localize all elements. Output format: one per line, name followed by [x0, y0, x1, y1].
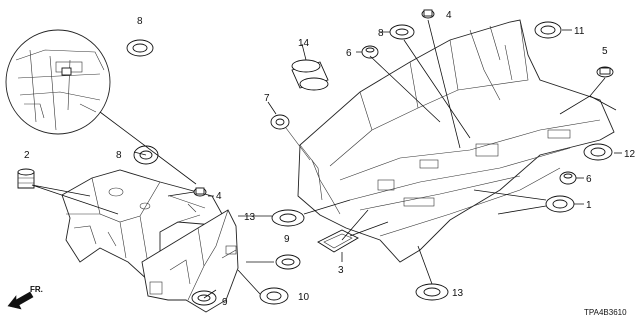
- callout-14: 14: [298, 38, 310, 49]
- part-12-grommet: [583, 143, 613, 161]
- part-6-grommet-right: [559, 171, 577, 185]
- part-10-grommet: [259, 287, 289, 305]
- callout-12: 12: [624, 149, 636, 160]
- part-8-grommet-inset: [126, 39, 154, 57]
- arrow-icon: [7, 291, 34, 310]
- front-subframe: [61, 169, 223, 283]
- callout-8: 8: [116, 150, 122, 161]
- detail-inset: [5, 29, 111, 135]
- callout-7: 7: [264, 93, 270, 104]
- part-4-clip-top: [421, 9, 435, 19]
- part-5-clip: [596, 66, 614, 78]
- callout-1: 1: [586, 200, 592, 211]
- front-direction-indicator: FR.: [7, 285, 43, 310]
- floor-body: [297, 19, 615, 263]
- part-3-plug: [317, 229, 359, 253]
- callout-5: 5: [602, 46, 608, 57]
- callout-9: 9: [222, 297, 228, 308]
- diagram-code: TPA4B3610: [584, 308, 627, 317]
- callout-6: 6: [586, 174, 592, 185]
- callout-13: 13: [452, 288, 464, 299]
- part-9-grommet-left: [191, 290, 217, 306]
- callout-8: 8: [378, 28, 384, 39]
- callout-9: 9: [284, 234, 290, 245]
- part-4-clip-subframe: [193, 187, 207, 197]
- part-1-grommet: [545, 195, 575, 213]
- part-13-grommet-left: [271, 209, 305, 227]
- part-7-grommet: [270, 114, 311, 161]
- part-14-grommet: [291, 59, 329, 91]
- direction-label: FR.: [30, 285, 43, 294]
- callout-3: 3: [338, 265, 344, 276]
- callout-6: 6: [346, 48, 352, 59]
- callout-4: 4: [216, 191, 222, 202]
- callout-8: 8: [137, 16, 143, 27]
- leader-lines: [31, 19, 622, 299]
- callout-11: 11: [574, 26, 585, 37]
- callout-13: 13: [244, 212, 256, 223]
- callout-2: 2: [24, 150, 30, 161]
- side-member: [141, 209, 239, 313]
- part-2-plug: [17, 168, 35, 189]
- callout-labels: 8 2 8 4 14 7 6 8 4 11 5 12 6 1 13 3 13 9…: [24, 10, 636, 308]
- part-9-grommet-right: [275, 254, 301, 270]
- part-11-grommet: [534, 21, 562, 39]
- part-13-grommet-bottom: [415, 283, 449, 301]
- callout-10: 10: [298, 292, 310, 303]
- callout-4: 4: [446, 10, 452, 21]
- part-8-grommet-top: [389, 24, 415, 40]
